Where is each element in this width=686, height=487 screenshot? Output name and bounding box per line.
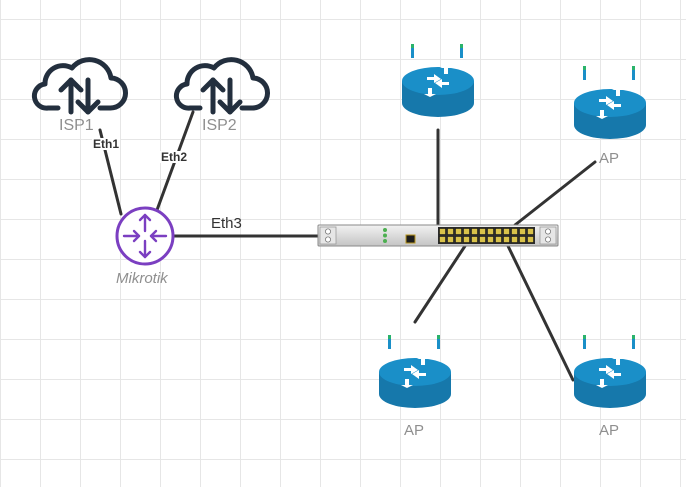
- switch-port: [463, 236, 470, 243]
- switch-port: [503, 228, 510, 235]
- switch-port-block: [438, 227, 535, 244]
- switch-port: [519, 228, 526, 235]
- switch-port: [447, 236, 454, 243]
- switch-port: [471, 228, 478, 235]
- ap-top-right-label: AP: [599, 150, 620, 167]
- switch-port: [439, 236, 446, 243]
- switch-port: [519, 236, 526, 243]
- rack-switch-icon: [317, 224, 559, 247]
- eth3-link-label: Eth3: [211, 215, 242, 232]
- switch-port: [447, 228, 454, 235]
- link-switch-ap-bottom-left: [413, 244, 467, 324]
- ap-bottom-right-router-icon: [574, 335, 646, 408]
- switch-port: [495, 236, 502, 243]
- switch-port: [527, 236, 534, 243]
- mikrotik-router-icon: [115, 206, 175, 266]
- switch-port: [463, 228, 470, 235]
- switch-port: [503, 236, 510, 243]
- ap-bottom-left-router-icon: [379, 335, 451, 408]
- connections: [98, 110, 597, 382]
- mikrotik-label: Mikrotik: [116, 270, 168, 287]
- isp1-label: ISP1: [59, 117, 94, 134]
- switch-port: [511, 228, 518, 235]
- link-switch-ap-top-right: [513, 160, 597, 227]
- switch-port: [455, 236, 462, 243]
- switch-port: [471, 236, 478, 243]
- switch-port: [479, 236, 486, 243]
- switch-port: [479, 228, 486, 235]
- isp1-cloud-icon: [31, 57, 128, 115]
- switch-port: [487, 228, 494, 235]
- eth2-link-label: Eth2: [160, 150, 189, 164]
- ap-bottom-right-label: AP: [599, 422, 620, 439]
- switch-port: [439, 228, 446, 235]
- ap-bottom-left-label: AP: [404, 422, 425, 439]
- switch-port: [455, 228, 462, 235]
- eth1-link-label: Eth1: [92, 137, 121, 151]
- switch-port: [527, 228, 534, 235]
- switch-port: [495, 228, 502, 235]
- ap-top-left-router-icon: [402, 44, 474, 117]
- link-switch-ap-bottom-right: [506, 244, 575, 382]
- isp2-label: ISP2: [202, 117, 237, 134]
- ap-top-right-router-icon: [574, 66, 646, 139]
- isp2-cloud-icon: [173, 57, 270, 115]
- switch-port: [487, 236, 494, 243]
- switch-port: [511, 236, 518, 243]
